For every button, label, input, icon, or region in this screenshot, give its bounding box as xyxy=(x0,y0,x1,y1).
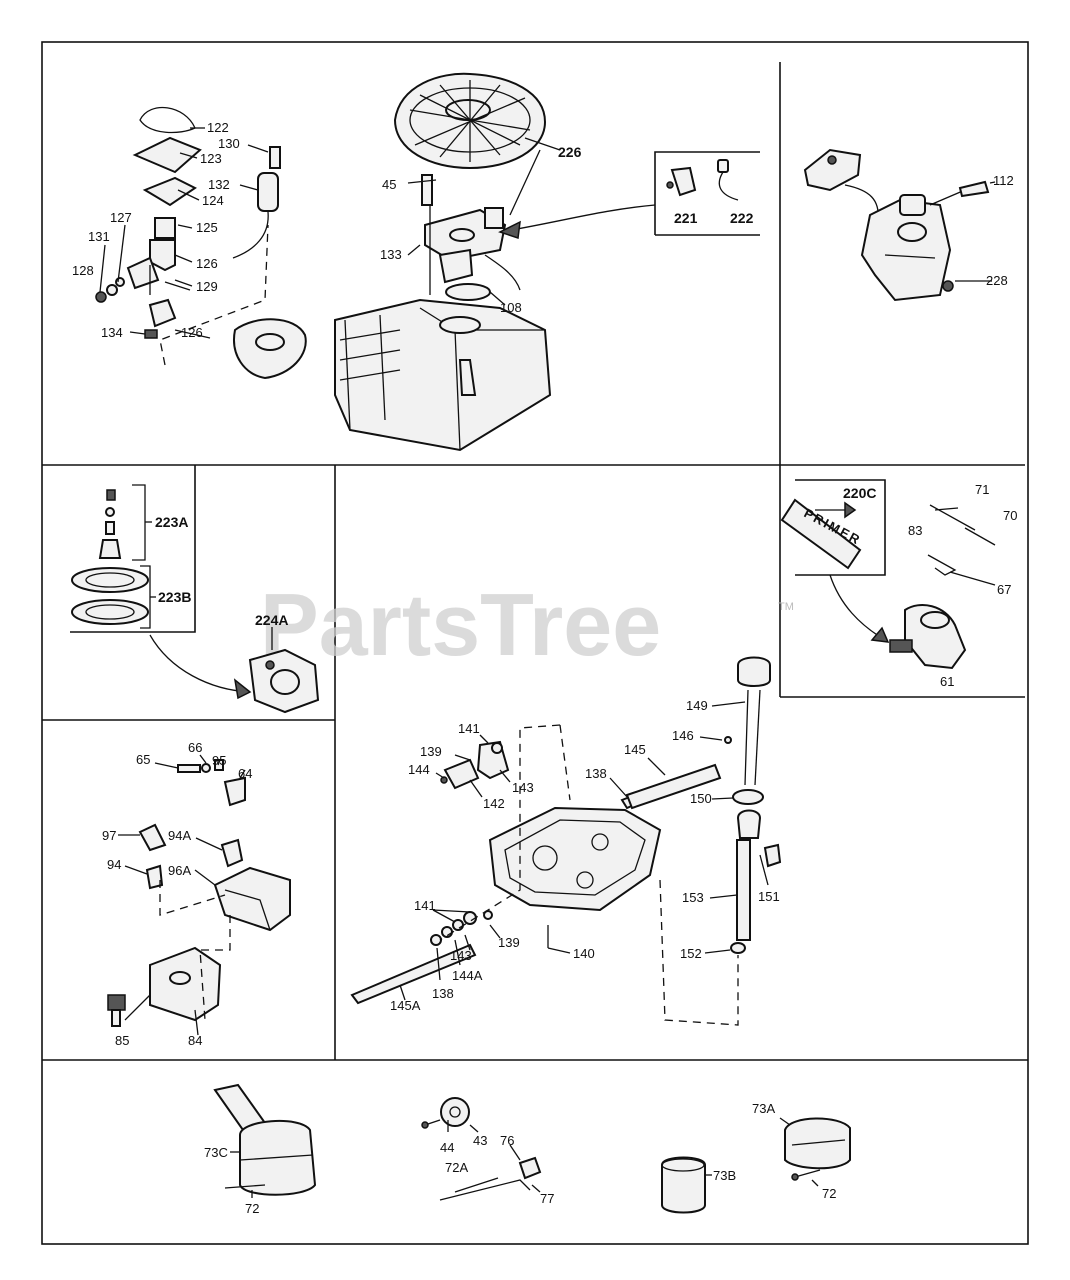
callout-112: 112 xyxy=(993,173,1014,188)
callout-139-a: 139 xyxy=(420,744,442,759)
callout-128: 128 xyxy=(72,263,94,278)
callout-134: 134 xyxy=(101,325,123,340)
callout-142: 142 xyxy=(483,796,505,811)
callout-72-b: 72 xyxy=(822,1186,836,1201)
callout-221: 221 xyxy=(674,210,698,226)
callout-144: 144 xyxy=(408,762,430,777)
callout-64: 64 xyxy=(238,766,252,781)
crankcase-assembly xyxy=(350,656,782,1026)
callout-130: 130 xyxy=(218,136,240,151)
panel-frames xyxy=(41,41,1029,1245)
flywheel-engine xyxy=(334,72,561,452)
callout-151: 151 xyxy=(758,889,780,904)
callout-83: 83 xyxy=(908,523,922,538)
muffler-parts xyxy=(213,1083,851,1214)
callout-126-a: 126 xyxy=(196,256,218,271)
callout-141-a: 141 xyxy=(458,721,480,736)
callout-84: 84 xyxy=(188,1033,202,1048)
callout-138-b: 138 xyxy=(432,986,454,1001)
callout-146: 146 xyxy=(672,728,694,743)
callout-131: 131 xyxy=(88,229,110,244)
callout-220C: 220C xyxy=(843,485,876,501)
watermark: PartsTree xyxy=(260,575,661,674)
callout-73B: 73B xyxy=(713,1168,736,1183)
callout-71: 71 xyxy=(975,482,989,497)
callout-149: 149 xyxy=(686,698,708,713)
callout-65: 65 xyxy=(136,752,150,767)
callout-124: 124 xyxy=(202,193,224,208)
callout-108: 108 xyxy=(500,300,522,315)
callout-141-b: 141 xyxy=(414,898,436,913)
callout-226: 226 xyxy=(558,144,582,160)
callout-96A: 96A xyxy=(168,863,191,878)
callout-138-a: 138 xyxy=(585,766,607,781)
callout-70: 70 xyxy=(1003,508,1017,523)
carburetor-228 xyxy=(803,148,996,302)
callout-85: 85 xyxy=(115,1033,129,1048)
callout-123: 123 xyxy=(200,151,222,166)
callout-153: 153 xyxy=(682,890,704,905)
callout-126-b: 126 xyxy=(181,325,203,340)
inset-221-222 xyxy=(498,159,739,240)
callout-152: 152 xyxy=(680,946,702,961)
callout-73C: 73C xyxy=(204,1145,228,1160)
callout-224A: 224A xyxy=(255,612,288,628)
primer-assembly: PRIMER xyxy=(780,498,996,670)
callout-143-a: 143 xyxy=(512,780,534,795)
callout-43: 43 xyxy=(473,1133,487,1148)
callout-228: 228 xyxy=(986,273,1008,288)
callout-44: 44 xyxy=(440,1140,454,1155)
callout-132: 132 xyxy=(208,177,230,192)
callout-129: 129 xyxy=(196,279,218,294)
callout-67: 67 xyxy=(997,582,1011,597)
control-bracket xyxy=(107,754,291,1036)
callout-45: 45 xyxy=(382,177,396,192)
callout-77: 77 xyxy=(540,1191,554,1206)
callout-125: 125 xyxy=(196,220,218,235)
callout-133: 133 xyxy=(380,247,402,262)
callout-122: 122 xyxy=(207,120,229,135)
callout-223A: 223A xyxy=(155,514,188,530)
callout-95: 95 xyxy=(212,753,226,768)
callout-61: 61 xyxy=(940,674,954,689)
callout-144A: 144A xyxy=(452,968,483,983)
callout-143-b: 143 xyxy=(450,948,472,963)
callout-145: 145 xyxy=(624,742,646,757)
callout-139-b: 139 xyxy=(498,935,520,950)
callout-127: 127 xyxy=(110,210,132,225)
ignition-parts xyxy=(95,106,307,380)
callout-97: 97 xyxy=(102,828,116,843)
callout-73A: 73A xyxy=(752,1101,775,1116)
watermark-trademark: TM xyxy=(778,601,794,613)
callout-76: 76 xyxy=(500,1133,514,1148)
callout-94: 94 xyxy=(107,857,121,872)
diaphragm-kit xyxy=(71,484,320,714)
callout-145A: 145A xyxy=(390,998,421,1013)
callout-222: 222 xyxy=(730,210,754,226)
callout-223B: 223B xyxy=(158,589,191,605)
callout-66: 66 xyxy=(188,740,202,755)
callout-140: 140 xyxy=(573,946,595,961)
callout-94A: 94A xyxy=(168,828,191,843)
callout-150: 150 xyxy=(690,791,712,806)
callout-72-a: 72 xyxy=(245,1201,259,1216)
callout-72A: 72A xyxy=(445,1160,468,1175)
